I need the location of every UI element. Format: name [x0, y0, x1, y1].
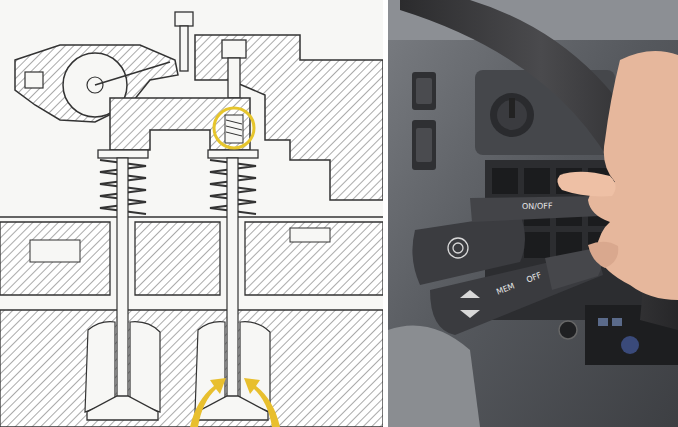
drawing-rect — [208, 150, 258, 158]
drawing-circle — [214, 108, 254, 148]
drawing-rect — [524, 168, 550, 194]
stalk-button-label: MEM — [496, 282, 516, 296]
drawing-circle — [559, 321, 577, 339]
drawing-path — [130, 322, 160, 412]
drawing-path — [244, 378, 280, 427]
drawing-rect — [222, 40, 246, 58]
drawing-circle — [448, 238, 468, 258]
drawing-rect — [509, 98, 515, 118]
drawing-path — [135, 222, 220, 295]
drawing-rect — [412, 120, 436, 170]
drawing-rect — [227, 158, 238, 398]
drawing-rect — [180, 26, 188, 71]
drawing-rect — [524, 232, 550, 258]
drawing-circle — [490, 93, 534, 137]
drawing-path — [110, 98, 250, 150]
drawing-rect — [612, 318, 622, 326]
drawing-path — [226, 120, 242, 136]
drawing-rect — [416, 78, 432, 104]
drawing-rect — [598, 318, 608, 326]
drawing-rect — [30, 240, 80, 262]
drawing-path — [190, 378, 226, 427]
stalk-switch-label: ON/OFF — [522, 202, 553, 211]
drawing-rect — [25, 72, 43, 88]
drawing-rect — [117, 158, 128, 398]
drawing-rect — [98, 150, 148, 158]
drawing-rect — [383, 0, 388, 427]
drawing-rect — [492, 168, 518, 194]
drawing-path — [588, 242, 618, 268]
drawing-rect — [290, 228, 330, 242]
drawing-rect — [228, 58, 240, 98]
drawing-rect — [0, 0, 383, 427]
drawing-path — [470, 196, 605, 222]
drawing-rect — [225, 115, 243, 143]
drawing-rect — [416, 128, 432, 162]
drawing-path — [400, 0, 678, 330]
drawing-path — [195, 322, 225, 412]
drawing-line — [0, 216, 383, 218]
drawing-line — [95, 62, 170, 85]
drawing-rect — [412, 72, 436, 110]
drawing-path — [557, 172, 615, 197]
drawing-path — [197, 396, 268, 420]
valve-drawing — [0, 0, 383, 427]
drawing-path — [0, 222, 110, 295]
stalk-button-label: OFF — [526, 271, 543, 284]
drawing-circle — [453, 243, 463, 253]
drawing-path — [460, 290, 480, 318]
drawing-path — [87, 396, 158, 420]
drawing-path — [245, 222, 383, 295]
drawing-circle — [621, 336, 639, 354]
drawing-path — [388, 326, 480, 427]
drawing-path — [0, 310, 383, 427]
cab-photo — [388, 0, 678, 427]
drawing-path — [85, 322, 115, 412]
drawing-rect — [175, 12, 193, 26]
